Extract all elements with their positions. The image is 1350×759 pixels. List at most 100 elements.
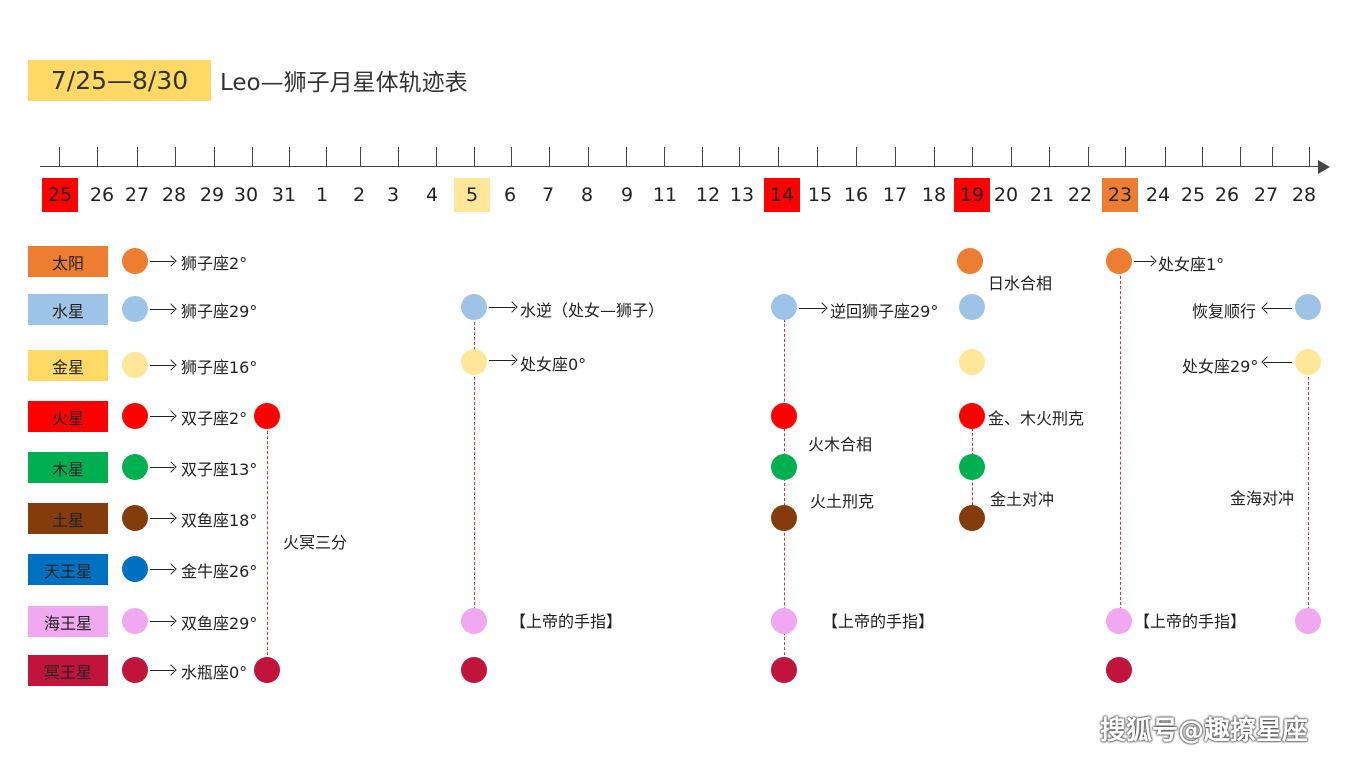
axis-tick xyxy=(1272,147,1273,167)
day-label: 30 xyxy=(233,184,259,206)
planet-dot xyxy=(254,657,280,683)
axis-tick xyxy=(1049,147,1050,167)
event-note: 水逆（处女—狮子） xyxy=(520,301,665,320)
event-note: 火冥三分 xyxy=(283,533,348,552)
axis-arrow-icon xyxy=(1318,160,1330,174)
planet-label: 木星 xyxy=(28,452,108,483)
axis-tick xyxy=(1165,147,1166,167)
page-title: Leo—狮子月星体轨迹表 xyxy=(220,70,468,96)
planet-dot xyxy=(1106,248,1132,274)
axis-tick xyxy=(817,147,818,167)
axis-tick xyxy=(934,147,935,167)
axis-tick xyxy=(436,147,437,167)
arrow-right-icon xyxy=(150,416,174,417)
arrow-right-icon xyxy=(489,360,515,361)
planet-dot xyxy=(254,403,280,429)
event-note: 火土刑克 xyxy=(810,492,875,511)
planet-start-position: 狮子座2° xyxy=(181,254,248,273)
planet-start-position: 狮子座29° xyxy=(181,302,258,321)
arrow-right-icon xyxy=(150,670,174,671)
planet-dot xyxy=(959,454,985,480)
planet-start-position: 双鱼座18° xyxy=(181,511,258,530)
day-label: 2 xyxy=(352,184,366,206)
planet-dot xyxy=(957,248,983,274)
arrow-right-icon xyxy=(150,621,174,622)
watermark: 搜狐号@趣撩星座 xyxy=(1100,716,1309,746)
arrow-left-icon xyxy=(1264,362,1292,363)
day-label: 26 xyxy=(89,184,115,206)
day-label: 22 xyxy=(1067,184,1093,206)
day-label: 18 xyxy=(921,184,947,206)
axis-tick xyxy=(289,147,290,167)
event-note: 恢复顺行 xyxy=(1192,302,1257,321)
planet-dot xyxy=(122,657,148,683)
day-label: 23 xyxy=(1102,178,1138,212)
axis-tick xyxy=(1309,147,1310,167)
arrow-right-icon xyxy=(150,569,174,570)
planet-start-position: 金牛座26° xyxy=(181,562,258,581)
planet-dot xyxy=(461,608,487,634)
connector-line xyxy=(1120,261,1121,620)
event-note: 【上帝的手指】 xyxy=(822,612,935,631)
day-label: 4 xyxy=(425,184,439,206)
planet-label: 水星 xyxy=(28,294,108,325)
axis-tick xyxy=(549,147,550,167)
day-label: 29 xyxy=(199,184,225,206)
planet-dot xyxy=(771,505,797,531)
axis-tick xyxy=(59,147,60,167)
planet-start-position: 双子座13° xyxy=(181,460,258,479)
planet-dot xyxy=(1295,349,1321,375)
axis-tick xyxy=(778,147,779,167)
axis-tick xyxy=(97,147,98,167)
axis-tick xyxy=(588,147,589,167)
planet-dot xyxy=(122,403,148,429)
planet-label: 土星 xyxy=(28,503,108,534)
day-label: 20 xyxy=(993,184,1019,206)
day-label: 5 xyxy=(454,178,490,212)
planet-dot xyxy=(959,349,985,375)
planet-label: 冥王星 xyxy=(28,655,108,686)
event-note: 处女座1° xyxy=(1158,255,1225,274)
axis-tick xyxy=(702,147,703,167)
arrow-right-icon xyxy=(1134,261,1154,262)
axis-tick xyxy=(360,147,361,167)
axis-tick xyxy=(1011,147,1012,167)
event-note: 金海对冲 xyxy=(1230,489,1295,508)
planet-dot xyxy=(122,505,148,531)
event-note: 日水合相 xyxy=(988,274,1053,293)
connector-line xyxy=(1308,362,1309,620)
axis-tick xyxy=(1240,147,1241,167)
event-note: 金土对冲 xyxy=(990,490,1055,509)
day-label: 3 xyxy=(386,184,400,206)
planet-dot xyxy=(122,454,148,480)
axis-tick xyxy=(474,147,475,167)
planet-dot xyxy=(122,556,148,582)
arrow-right-icon xyxy=(150,518,174,519)
planet-dot xyxy=(771,294,797,320)
day-label: 9 xyxy=(620,184,634,206)
planet-label: 火星 xyxy=(28,401,108,432)
axis-tick xyxy=(895,147,896,167)
planet-dot xyxy=(122,248,148,274)
planet-dot xyxy=(122,608,148,634)
day-label: 27 xyxy=(1253,184,1279,206)
axis-tick xyxy=(856,147,857,167)
planet-label: 太阳 xyxy=(28,246,108,277)
day-label: 8 xyxy=(580,184,594,206)
axis-tick xyxy=(511,147,512,167)
day-label: 19 xyxy=(954,178,990,212)
event-note: 金、木火刑克 xyxy=(988,409,1085,428)
planet-dot xyxy=(771,403,797,429)
day-label: 17 xyxy=(882,184,908,206)
day-label: 21 xyxy=(1029,184,1055,206)
axis-tick xyxy=(664,147,665,167)
arrow-left-icon xyxy=(1264,308,1292,309)
axis-tick xyxy=(626,147,627,167)
planet-dot xyxy=(461,657,487,683)
planet-dot xyxy=(959,505,985,531)
day-label: 28 xyxy=(161,184,187,206)
connector-line xyxy=(267,416,268,670)
arrow-right-icon xyxy=(150,467,174,468)
planet-dot xyxy=(461,294,487,320)
event-note: 火木合相 xyxy=(808,435,873,454)
